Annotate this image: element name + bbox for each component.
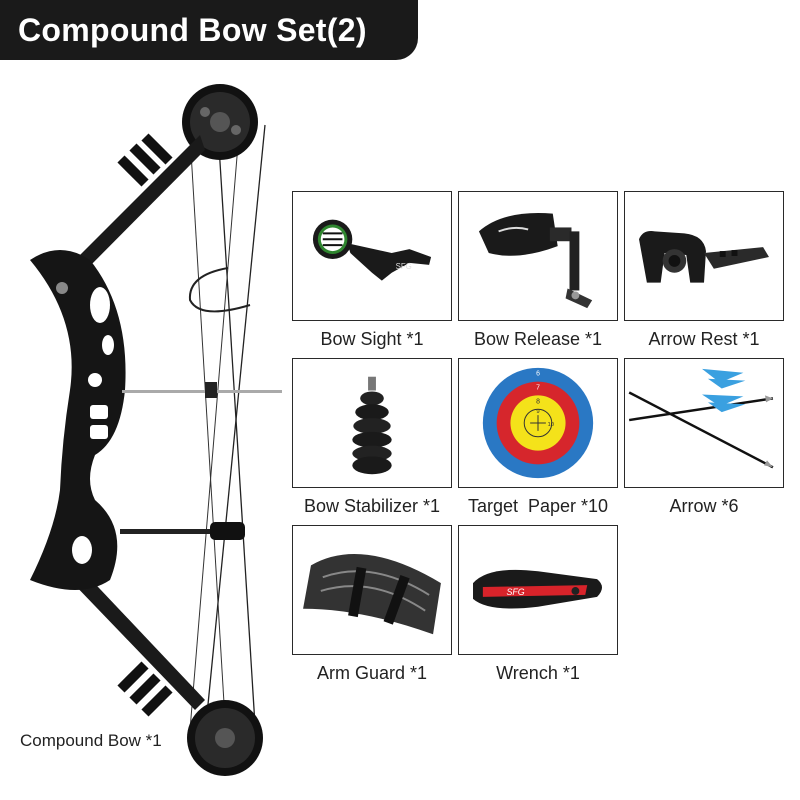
tile-arm-guard <box>292 525 452 655</box>
arm-guard-icon <box>303 554 441 635</box>
item-label: Arrow *6 <box>669 496 739 516</box>
ring-label: 9 <box>536 409 539 415</box>
tile-wrench: SFG <box>458 525 618 655</box>
item-label: Bow Stabilizer *1 <box>303 496 441 516</box>
target-paper-icon: 6 7 8 9 10 <box>482 367 594 479</box>
tile-arrow <box>624 358 784 488</box>
bow-sight-icon: SFG <box>312 219 432 281</box>
ring-label: 8 <box>536 398 540 405</box>
item-label: Arrow Rest *1 <box>648 329 760 349</box>
brand-mark: SFG <box>506 587 524 597</box>
item-label: Bow Release *1 <box>473 329 603 349</box>
ring-label: 10 <box>548 422 555 428</box>
bow-label: Compound Bow *1 <box>20 731 162 750</box>
tile-bow-sight: SFG <box>292 191 452 321</box>
tile-bow-stabilizer <box>292 358 452 488</box>
tile-target-paper: 6 7 8 9 10 <box>458 358 618 488</box>
tile-bow-release <box>458 191 618 321</box>
tile-arrow-rest <box>624 191 784 321</box>
item-label: Bow Sight *1 <box>320 329 424 349</box>
item-label: Arm Guard *1 <box>316 663 428 683</box>
arrow-rest-icon <box>639 231 769 283</box>
ring-label: 7 <box>536 385 540 392</box>
ring-label: 6 <box>536 371 540 378</box>
bow-release-icon <box>478 213 593 309</box>
arrow-icon <box>628 368 774 469</box>
item-label: Target Paper *10 <box>467 496 609 516</box>
brand-mark: SFG <box>396 262 412 271</box>
page-title: Compound Bow Set(2) <box>0 0 418 60</box>
compound-bow-icon <box>30 84 282 776</box>
wrench-icon: SFG <box>473 569 602 609</box>
item-label: Wrench *1 <box>496 663 580 683</box>
bow-stabilizer-icon <box>352 376 392 475</box>
